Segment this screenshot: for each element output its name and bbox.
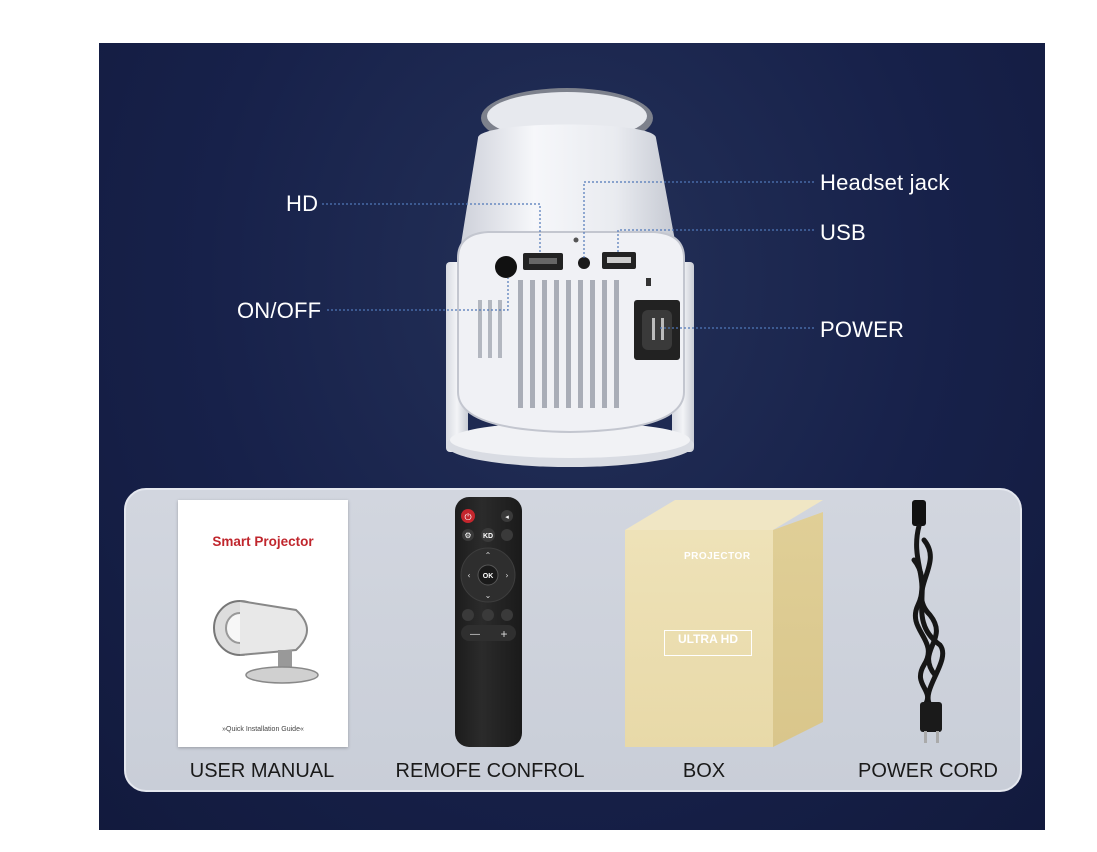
box-brand-text: PROJECTOR <box>684 551 751 562</box>
svg-text:‹: ‹ <box>467 571 470 580</box>
svg-text:›: › <box>505 571 508 580</box>
menu-icon <box>482 609 494 621</box>
hd-label: HD <box>286 191 319 216</box>
remote-control-label: REMOFE CONFROL <box>395 760 585 782</box>
power-icon <box>461 509 475 523</box>
power-cord-label: POWER CORD <box>858 760 998 782</box>
svg-text:KD: KD <box>483 533 493 540</box>
headset-jack-label: Headset jack <box>820 170 950 195</box>
usb-label: USB <box>820 220 866 245</box>
svg-text:◂: ◂ <box>505 513 509 521</box>
home-icon <box>462 609 474 621</box>
box-image <box>625 530 773 747</box>
manual-footer: »Quick Installation Guide« <box>222 726 304 733</box>
main-vents <box>518 280 619 408</box>
volume-icon <box>501 510 513 522</box>
manual-title: Smart Projector <box>212 534 314 549</box>
remote-buttons: ⏻ ◂ ⚙ KD OK ⌃ ⌄ ‹ › — + <box>460 509 516 641</box>
svg-text:⌄: ⌄ <box>485 591 492 600</box>
manual-projector-drawing <box>213 600 319 684</box>
box-side <box>773 512 823 747</box>
box-label: BOX <box>682 760 726 782</box>
back-icon <box>501 609 513 621</box>
svg-text:⏻: ⏻ <box>464 512 471 523</box>
remote-control-image: ⏻ ◂ ⚙ KD OK ⌃ ⌄ ‹ › — + <box>455 497 522 747</box>
svg-text:—: — <box>470 629 480 640</box>
svg-text:⌃: ⌃ <box>485 551 492 560</box>
user-manual-image: Smart Projector »Quick Installation Guid… <box>178 500 348 747</box>
kd-button <box>481 528 495 542</box>
ok-button <box>477 564 499 586</box>
svg-text:⚙: ⚙ <box>464 531 471 540</box>
on-off-label: ON/OFF <box>237 298 322 323</box>
box-ultra-hd-text: ULTRA HD <box>664 630 752 656</box>
headset-jack-port <box>578 257 590 269</box>
svg-text:+: + <box>500 627 507 641</box>
mouse-icon <box>501 529 513 541</box>
settings-icon <box>462 529 474 541</box>
user-manual-label: USER MANUAL <box>189 760 335 782</box>
volume-rocker <box>461 625 516 641</box>
power-button <box>495 256 517 278</box>
power-label: POWER <box>820 317 905 342</box>
side-vents <box>478 300 502 358</box>
svg-text:OK: OK <box>483 573 494 580</box>
